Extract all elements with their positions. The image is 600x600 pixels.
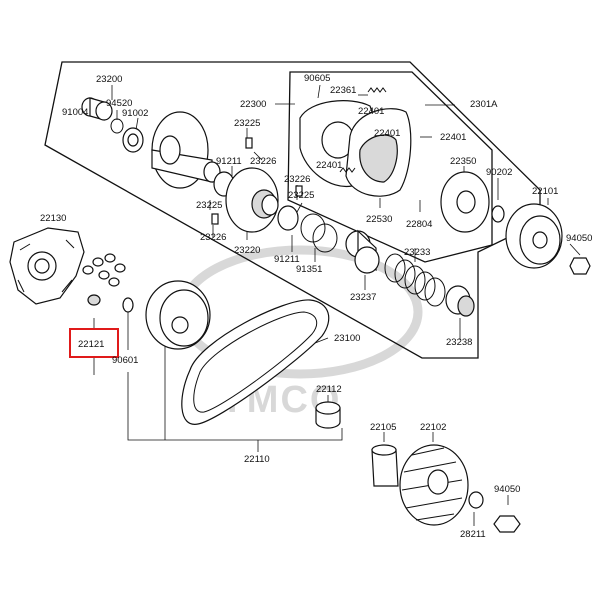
- label-22101: 22101: [532, 186, 558, 197]
- ball-bearing-part: [122, 127, 144, 153]
- label-22102: 22102: [420, 422, 446, 433]
- highlight-box: [69, 328, 119, 358]
- compression-spring-part: [384, 253, 446, 307]
- label-94520: 94520: [106, 98, 132, 109]
- label-22105: 22105: [370, 422, 396, 433]
- label-22804: 22804: [406, 219, 432, 230]
- label-94050-lower: 94050: [494, 484, 520, 495]
- label-22121: 22121: [78, 339, 104, 350]
- needle-bearing-part: [81, 97, 113, 121]
- label-23233: 23233: [404, 247, 430, 258]
- label-22401-a: 22401: [358, 106, 384, 117]
- label-22401-c: 22401: [374, 128, 400, 139]
- clutch-spring-part: [339, 167, 356, 173]
- movable-drive-face-part: [145, 280, 211, 350]
- label-23220: 23220: [234, 245, 260, 256]
- label-90202: 90202: [486, 167, 512, 178]
- spring-cup-part: [445, 285, 475, 317]
- clutch-assembly-frame: [287, 71, 493, 263]
- label-23226-upper: 23226: [250, 156, 276, 167]
- label-28211: 28211: [460, 529, 486, 540]
- label-90605: 90605: [304, 73, 330, 84]
- label-91211-upper: 91211: [216, 156, 242, 167]
- clutch-spring-part: [367, 87, 387, 93]
- spring-seat-part: [345, 229, 380, 274]
- label-23238: 23238: [446, 337, 472, 348]
- clutch-bell-plate-part: [440, 171, 490, 233]
- label-90601: 90601: [112, 355, 138, 366]
- fixed-drive-face-part: [399, 444, 469, 526]
- label-22350: 22350: [450, 156, 476, 167]
- label-22401-b: 22401: [440, 132, 466, 143]
- label-23100: 23100: [334, 333, 360, 344]
- clutch-shoes-part: [345, 108, 412, 197]
- label-23226-mid: 23226: [284, 174, 310, 185]
- label-91004: 91004: [62, 107, 88, 118]
- driven-face-part: [151, 111, 221, 189]
- label-91351: 91351: [296, 264, 322, 275]
- nut-lower-part: [493, 515, 521, 533]
- label-91211-lower: 91211: [274, 254, 300, 265]
- nut-upper-part: [569, 257, 591, 275]
- label-23225-lower: 23225: [196, 200, 222, 211]
- guide-pin-part: [245, 137, 253, 149]
- label-22110: 22110: [244, 454, 270, 465]
- collar-part: [315, 401, 341, 429]
- label-23200: 23200: [96, 74, 122, 85]
- label-23225-upper: 23225: [234, 118, 260, 129]
- label-23225-mid: 23225: [288, 190, 314, 201]
- label-94050-upper: 94050: [566, 233, 592, 244]
- clutch-outer-bell-part: [505, 203, 563, 269]
- label-22530: 22530: [366, 214, 392, 225]
- label-91002: 91002: [122, 108, 148, 119]
- guide-pin-part: [295, 185, 303, 197]
- o-ring-part: [312, 223, 338, 253]
- movable-driven-face-part: [225, 167, 279, 233]
- weight-rollers-part: [82, 253, 126, 306]
- bushing-part: [371, 444, 399, 487]
- guide-pin-part: [211, 213, 219, 225]
- label-22300: 22300: [240, 99, 266, 110]
- label-22401-d: 22401: [316, 160, 342, 171]
- oil-seal-lower-part: [277, 205, 299, 231]
- label-22361: 22361: [330, 85, 356, 96]
- label-22130: 22130: [40, 213, 66, 224]
- clutch-nut-washer-part: [491, 205, 505, 223]
- ramp-plate-part: [9, 227, 85, 305]
- label-23226-lower: 23226: [200, 232, 226, 243]
- label-2301A: 2301A: [470, 99, 498, 110]
- drive-belt-part: [181, 299, 330, 425]
- slide-piece-part: [122, 297, 134, 313]
- label-23237: 23237: [350, 292, 376, 303]
- circlip-part: [110, 118, 124, 134]
- washer-part: [468, 491, 484, 509]
- label-22112: 22112: [316, 384, 342, 395]
- part-labels: 23200 91004 94520 91002 22300 90605 2236…: [40, 73, 592, 540]
